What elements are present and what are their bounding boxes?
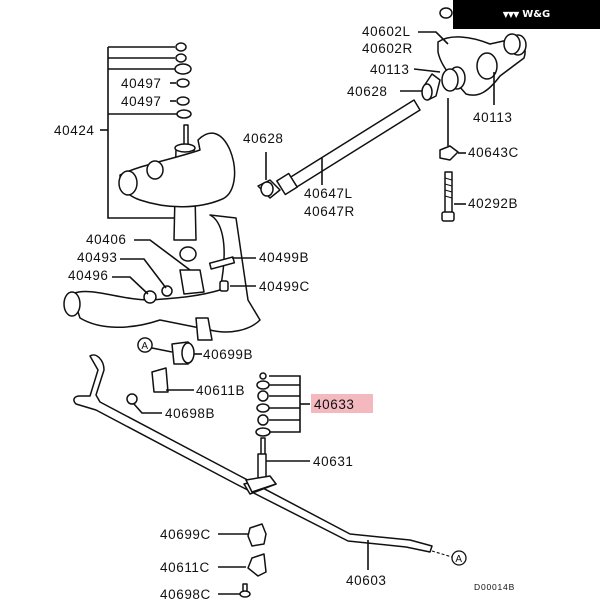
callout-40611B[interactable]: 40611B bbox=[196, 383, 245, 398]
diagram-code: D00014B bbox=[474, 582, 515, 592]
leaders-left bbox=[112, 239, 256, 295]
triple-chevron-logo-icon: ▼▼▼ bbox=[502, 10, 520, 19]
reference-marker-a-top: A bbox=[137, 337, 153, 353]
leaders-top-right bbox=[400, 31, 495, 205]
callout-40698B[interactable]: 40698B bbox=[165, 406, 215, 421]
callout-40406[interactable]: 40406 bbox=[86, 232, 127, 247]
callout-40631[interactable]: 40631 bbox=[313, 454, 354, 469]
callout-40628-upper[interactable]: 40628 bbox=[347, 84, 388, 99]
callout-40633[interactable]: 40633 bbox=[314, 397, 355, 412]
callout-40499B[interactable]: 40499B bbox=[259, 250, 309, 265]
callout-40499C[interactable]: 40499C bbox=[259, 279, 310, 294]
callout-40603[interactable]: 40603 bbox=[346, 573, 387, 588]
brand-badge: ▼▼▼ W&G bbox=[453, 0, 600, 29]
callout-40602R[interactable]: 40602R bbox=[362, 41, 413, 56]
stabilizer-bushing-group bbox=[126, 337, 202, 414]
callout-40647L[interactable]: 40647L bbox=[304, 186, 353, 201]
brand-name: W&G bbox=[522, 9, 551, 20]
highlight-box-40633 bbox=[311, 394, 373, 413]
upper-control-arm bbox=[118, 132, 236, 208]
callout-40699C[interactable]: 40699C bbox=[160, 527, 211, 542]
torsion-bar bbox=[257, 99, 421, 199]
callout-40496[interactable]: 40496 bbox=[68, 268, 109, 283]
callout-40643C[interactable]: 40643C bbox=[468, 145, 519, 160]
callout-40602L[interactable]: 40602L bbox=[362, 24, 411, 39]
callout-40497-upper[interactable]: 40497 bbox=[121, 76, 162, 91]
callout-40647R[interactable]: 40647R bbox=[304, 204, 355, 219]
callout-40113-upper[interactable]: 40113 bbox=[370, 62, 410, 77]
stabilizer-bar bbox=[73, 354, 433, 553]
idler-arm-assembly bbox=[421, 7, 527, 222]
reference-marker-label: A bbox=[455, 554, 462, 565]
end-link-stack bbox=[245, 372, 310, 493]
reference-marker-a-bottom: A bbox=[451, 550, 467, 566]
callout-40699B[interactable]: 40699B bbox=[203, 347, 253, 362]
reference-marker-label: A bbox=[141, 341, 148, 352]
callout-40424[interactable]: 40424 bbox=[54, 123, 95, 138]
bottom-bracket-parts bbox=[218, 523, 453, 598]
part-callouts: 40602L 40602R 40113 40628 40113 40643C 4… bbox=[54, 24, 519, 600]
lower-control-arm bbox=[63, 214, 261, 341]
callout-40497-lower[interactable]: 40497 bbox=[121, 94, 162, 109]
callout-40292B[interactable]: 40292B bbox=[468, 196, 518, 211]
callout-40611C[interactable]: 40611C bbox=[160, 560, 210, 575]
callout-40698C[interactable]: 40698C bbox=[160, 587, 211, 600]
callout-40628-lower[interactable]: 40628 bbox=[243, 131, 284, 146]
callout-40493[interactable]: 40493 bbox=[77, 250, 118, 265]
callout-40113-lower[interactable]: 40113 bbox=[473, 110, 513, 125]
